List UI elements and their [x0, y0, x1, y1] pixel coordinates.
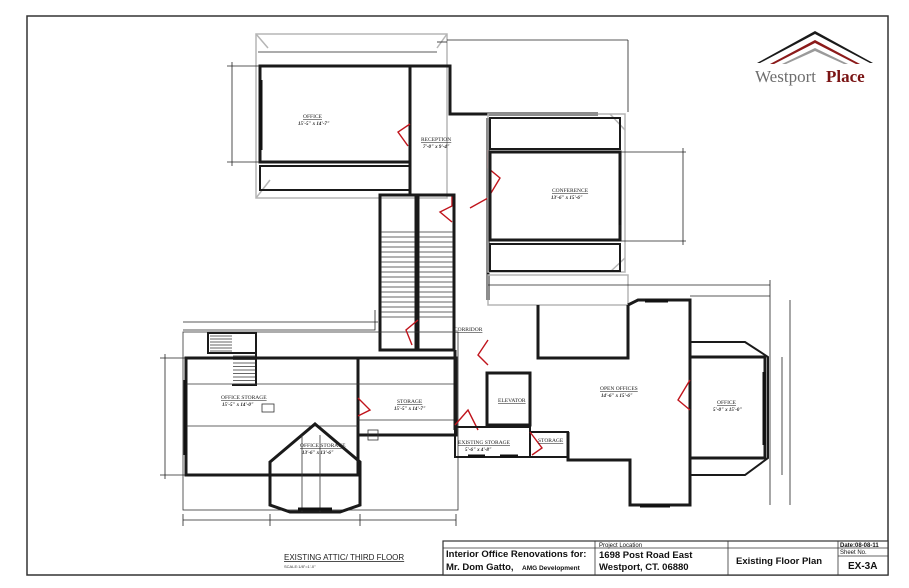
- door-storage: [357, 397, 372, 417]
- drawing-title: EXISTING ATTIC/ THIRD FLOOR: [284, 553, 404, 562]
- room-label-corridor: CORRIDOR: [454, 327, 483, 333]
- sheet-title: Existing Floor Plan: [736, 556, 822, 567]
- door-lower-stair: [405, 319, 419, 346]
- logo-roof-gray: [782, 48, 848, 64]
- drawing-scale: SCALE:1/8"=1'-0": [284, 564, 316, 569]
- reception-area: [397, 64, 598, 300]
- client-name: Mr. Dom Gatto,: [446, 562, 514, 573]
- room-size-office-right: 5'-0" x 15'-0": [713, 408, 742, 413]
- date: Date:08-08-11: [840, 543, 879, 549]
- room-size-storage: 15'-5" x 14'-7": [394, 407, 426, 412]
- logo-roof-dark: [757, 31, 873, 63]
- door-office-right: [677, 379, 691, 411]
- right-block: [453, 274, 791, 508]
- room-size-reception: 7'-0" x 9'-4": [423, 145, 450, 150]
- westport-place-logo: Westport Place: [755, 31, 873, 86]
- title-block: Interior Office Renovations for: Mr. Dom…: [442, 540, 889, 576]
- top-office-block: [227, 33, 629, 199]
- project-title: Interior Office Renovations for:: [446, 549, 586, 560]
- address-line-1: 1698 Post Road East: [599, 550, 693, 561]
- sheet-border: [26, 15, 889, 576]
- room-size-office: 15'-5" x 14'-7": [298, 122, 330, 127]
- address-line-2: Westport, CT. 06880: [599, 562, 689, 573]
- room-size-existing-storage: 5'-6" x 4'-8": [465, 448, 492, 453]
- lower-left-block: [160, 310, 459, 526]
- room-label-open-offices: OPEN OFFICES: [600, 386, 638, 392]
- room-size-conference: 13'-6" x 15'-6": [551, 196, 583, 201]
- room-label-office: OFFICE: [303, 114, 323, 120]
- room-label-conference: CONFERENCE: [552, 188, 589, 194]
- conference-block: [487, 113, 686, 273]
- room-label-elevator: ELEVATOR: [498, 398, 526, 404]
- logo-text-place: Place: [826, 67, 865, 86]
- room-label-office-storage-2: OFFICE STORAGE: [300, 443, 346, 449]
- room-label-office-storage: OFFICE STORAGE: [221, 395, 267, 401]
- door-conference: [469, 150, 501, 209]
- logo-text-westport: Westport: [755, 67, 816, 86]
- project-location-label: Project Location: [599, 543, 642, 549]
- room-label-existing-storage: EXISTING STORAGE: [458, 440, 511, 446]
- room-size-office-storage: 15'-5" x 14'-0": [222, 403, 254, 408]
- room-size-office-storage-2: 13'-6" x 13'-6": [302, 451, 334, 456]
- sheet-no-label: Sheet No.: [840, 550, 867, 556]
- client-company: AMG Development: [522, 565, 581, 572]
- room-label-reception: RECEPTION: [421, 137, 451, 143]
- door-small-storage: [529, 431, 543, 456]
- door-corridor: [477, 339, 489, 366]
- stairs: [378, 193, 456, 352]
- room-label-office-right: OFFICE: [717, 400, 737, 406]
- room-labels: OFFICE 15'-5" x 14'-7" RECEPTION 7'-0" x…: [221, 114, 742, 456]
- room-label-storage-2: STORAGE: [538, 438, 564, 444]
- logo-roof-red: [770, 40, 860, 64]
- room-label-storage: STORAGE: [397, 399, 423, 405]
- door-existing-storage: [454, 408, 479, 431]
- door-office: [397, 123, 411, 147]
- sheet-number: EX-3A: [848, 561, 877, 572]
- room-size-open-offices: 14'-6" x 15'-6": [601, 394, 633, 399]
- door-stair: [438, 196, 453, 223]
